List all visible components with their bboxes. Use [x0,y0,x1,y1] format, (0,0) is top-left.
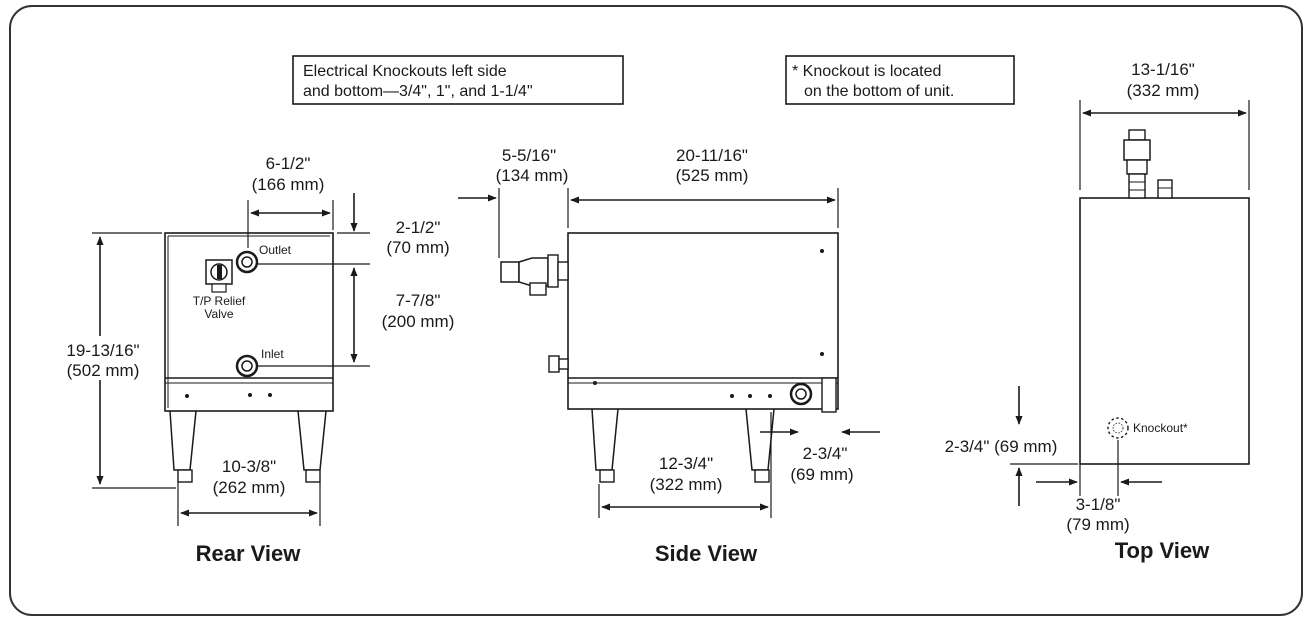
relief-valve-icon [205,259,233,293]
top-view: 13-1/16" (332 mm) Knockout* 2-3/4" (69 m… [945,60,1250,563]
valve-depth-mm: (134 mm) [496,166,569,185]
ko-vertical: 2-3/4" (69 mm) [945,437,1058,456]
rear-view-title: Rear View [196,541,302,566]
side-offset-mm: (69 mm) [790,465,853,484]
height-mm: (502 mm) [67,361,140,380]
rear-width-top-in: 6-1/2" [266,154,311,173]
outlet-offset-in: 2-1/2" [396,218,441,237]
outlet-label: Outlet [259,243,292,257]
valve-depth-in: 5-5/16" [502,146,556,165]
side-view: 5-5/16" (134 mm) 20-11/16" (525 mm) 12-3… [458,146,880,566]
spacing-mm: (200 mm) [382,312,455,331]
side-inlet-fitting [548,355,569,373]
top-relief-valve-icon [1123,129,1151,199]
outlet-fitting [235,250,259,274]
bottom-note-line2: on the bottom of unit. [804,83,954,100]
legs-mm: (322 mm) [650,475,723,494]
ko-horizontal-mm: (79 mm) [1066,515,1129,534]
knockout-marker [1107,417,1129,439]
top-outlet-fitting [1157,179,1173,199]
relief-label-1: T/P Relief [193,294,246,308]
side-offset-in: 2-3/4" [803,444,848,463]
outlet-offset-mm: (70 mm) [386,238,449,257]
top-width-mm: (332 mm) [1127,81,1200,100]
side-body [567,232,839,410]
legs-in: 12-3/4" [659,454,713,473]
base-width-mm: (262 mm) [213,478,286,497]
base-width-in: 10-3/8" [222,457,276,476]
spacing-in: 7-7/8" [396,291,441,310]
ko-horizontal-in: 3-1/8" [1076,495,1121,514]
rear-view: Outlet Inlet T/P Relief Valve 6-1/2" (16… [54,154,454,566]
inlet-fitting [235,354,259,378]
side-length-mm: (525 mm) [676,166,749,185]
knockouts-note: Electrical Knockouts left side and botto… [292,55,624,105]
side-relief-valve-icon [500,254,569,296]
rear-width-top-mm: (166 mm) [252,175,325,194]
knockouts-note-line2: and bottom—3/4", 1", and 1-1/4" [303,83,533,100]
bottom-knockout-note: * Knockout is located on the bottom of u… [785,55,1015,105]
bottom-note-line1: * Knockout is located [792,63,941,80]
top-view-title: Top View [1115,538,1210,563]
height-in: 19-13/16" [66,341,139,360]
top-body [1079,197,1250,465]
relief-label-2: Valve [204,307,233,321]
knockouts-note-line1: Electrical Knockouts left side [303,63,507,80]
inlet-label: Inlet [261,347,284,361]
side-view-title: Side View [655,541,758,566]
top-width-in: 13-1/16" [1131,60,1195,79]
side-knockout-fitting [789,377,837,413]
side-length-in: 20-11/16" [676,146,748,165]
knockout-label: Knockout* [1133,421,1188,435]
